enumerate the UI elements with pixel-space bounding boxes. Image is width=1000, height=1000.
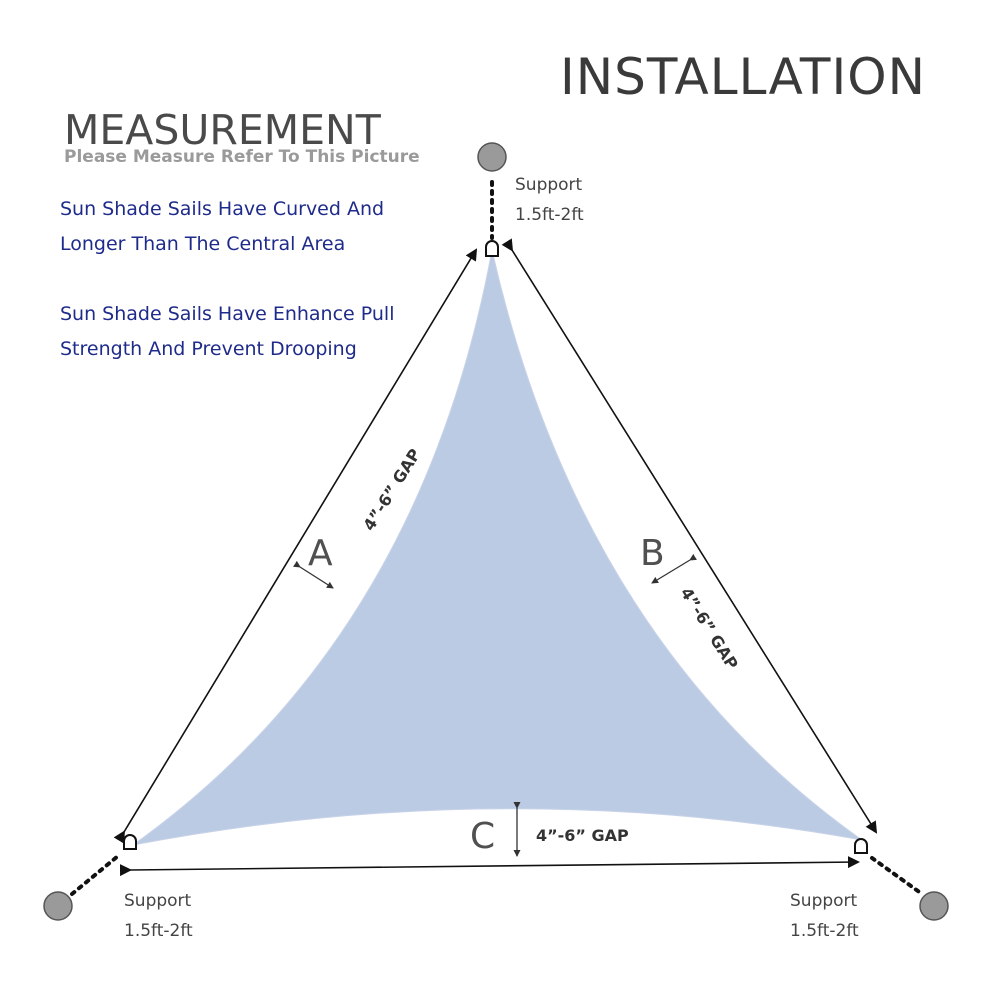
- support-bottom-left-length: 1.5ft-2ft: [124, 921, 193, 941]
- support-post-bottom-right: [919, 891, 949, 921]
- note-pull-line2: Strength And Prevent Drooping: [60, 338, 357, 360]
- support-post-bottom-left: [43, 891, 73, 921]
- support-bottom-left-label: Support: [124, 891, 192, 911]
- support-top-label: Support: [515, 175, 583, 195]
- side-letter-b: B: [640, 533, 665, 574]
- support-post-top: [477, 142, 507, 172]
- gap-arrow-b: [651, 553, 697, 584]
- note-pull-strength: Sun Shade Sails Have Enhance Pull Streng…: [60, 297, 395, 367]
- support-bottom-right-length: 1.5ft-2ft: [790, 921, 859, 941]
- side-letter-c: C: [470, 816, 495, 857]
- corner-ring-top: [485, 240, 499, 257]
- note-curved-line2: Longer Than The Central Area: [60, 233, 346, 255]
- support-label-top: Support 1.5ft-2ft: [515, 170, 584, 230]
- support-bottom-right-label: Support: [790, 891, 858, 911]
- gap-label-b: 4”-6” GAP: [677, 584, 742, 673]
- gap-label-c: 4”-6” GAP: [536, 826, 629, 845]
- side-letter-a: A: [308, 533, 333, 574]
- support-label-bottom-right: Support 1.5ft-2ft: [790, 886, 859, 946]
- note-curved: Sun Shade Sails Have Curved And Longer T…: [60, 192, 384, 262]
- support-label-bottom-left: Support 1.5ft-2ft: [124, 886, 193, 946]
- installation-title: INSTALLATION: [560, 48, 926, 106]
- gap-arrow-a: [293, 560, 334, 589]
- corner-ring-bottom-right: [854, 838, 868, 854]
- support-top-length: 1.5ft-2ft: [515, 205, 584, 225]
- measurement-title: MEASUREMENT: [64, 106, 381, 154]
- support-line-bottom-left: [70, 854, 120, 896]
- support-line-bottom-right: [870, 856, 924, 896]
- note-pull-line1: Sun Shade Sails Have Enhance Pull: [60, 303, 395, 325]
- measure-arrow-c: [119, 856, 860, 877]
- measurement-subtitle: Please Measure Refer To This Picture: [64, 147, 420, 167]
- measure-arrow-b: [501, 238, 878, 834]
- measure-arrow-a: [113, 248, 478, 844]
- note-curved-line1: Sun Shade Sails Have Curved And: [60, 198, 385, 220]
- corner-ring-bottom-left: [123, 834, 137, 850]
